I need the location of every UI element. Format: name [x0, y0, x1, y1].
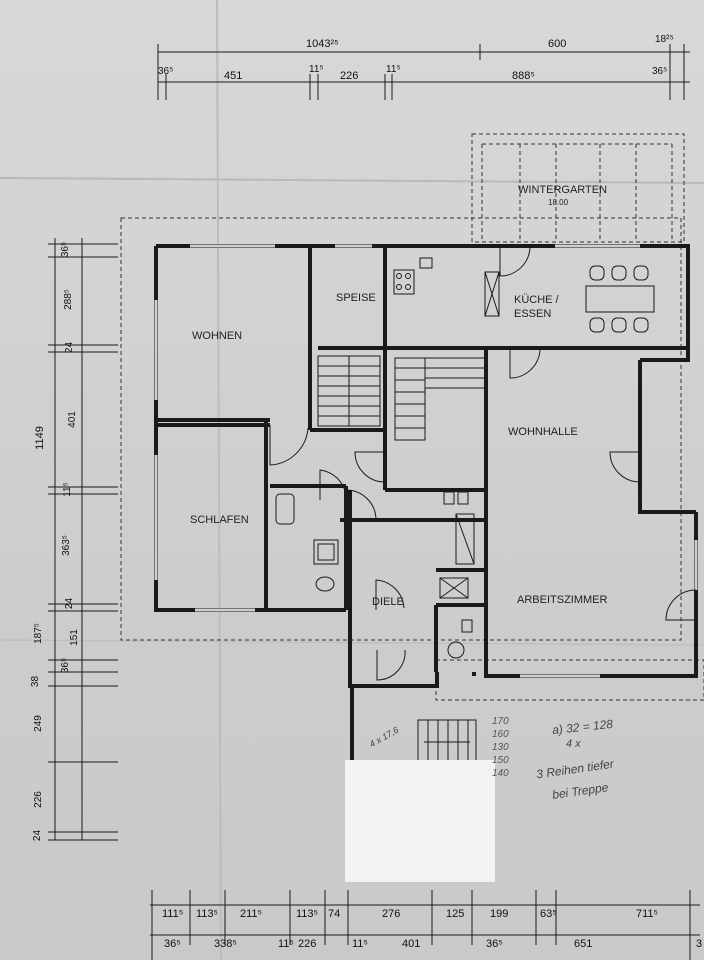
bath-fixtures	[275, 491, 475, 659]
bottom-dim-label: 211⁵	[240, 908, 263, 920]
roof-outline	[120, 217, 682, 641]
note-number-5: 140	[492, 768, 509, 779]
fold-line	[216, 0, 222, 960]
bottom-dim-label: 276	[382, 908, 401, 920]
dim-left-6: 363⁵	[60, 535, 72, 556]
dim-top-1: 36⁵	[158, 66, 174, 77]
room-label-wohnen: WOHNEN	[192, 330, 243, 342]
note-remark-2: bei Treppe	[551, 780, 610, 802]
room-label-arbeitszimmer: ARBEITSZIMMER	[517, 594, 608, 606]
bottom-dim-label: 74	[328, 908, 341, 920]
bottom-dim-label: 651	[574, 938, 593, 950]
dim-top-right-b: 18²⁵	[655, 34, 674, 45]
dim-left-9: 151	[68, 629, 80, 646]
room-label-speise: SPEISE	[336, 292, 376, 304]
bottom-dim-label: 3	[696, 938, 703, 950]
bottom-dim-label: 125	[446, 908, 465, 920]
dim-left-2: 288⁵	[62, 289, 74, 310]
room-label-schlafen: SCHLAFEN	[190, 514, 249, 526]
note-multiplier: 4 x	[566, 738, 581, 750]
note-number-3: 130	[492, 742, 509, 753]
room-label-wintergarten: WINTERGARTEN	[518, 184, 608, 196]
dim-top-5: 11⁵	[386, 64, 401, 75]
bottom-dim-label: 711⁵	[636, 908, 659, 920]
kitchen-fixtures	[393, 257, 655, 333]
note-stair: 4 x 17,6	[367, 724, 401, 750]
room-area-wintergarten: 18.00	[548, 198, 569, 207]
dim-left-11: 38	[30, 675, 42, 688]
bottom-dim-label: 401	[402, 938, 421, 950]
bottom-dim-label: 113⁵	[196, 908, 219, 920]
room-label-wohnhalle: WOHNHALLE	[508, 426, 578, 438]
dim-left-5: 11⁵	[61, 482, 73, 497]
bottom-dim-label: 11⁵	[352, 938, 368, 950]
dim-top-4: 226	[340, 70, 359, 82]
bottom-dim-label: 36⁵	[486, 938, 503, 950]
note-number-4: 150	[492, 755, 509, 766]
dim-left-12: 249	[32, 715, 44, 732]
redacted-area	[345, 760, 495, 882]
dim-left-13: 226	[32, 791, 44, 808]
dim-left-7: 24	[64, 597, 76, 610]
wintergarten-mullions	[481, 143, 673, 242]
room-label-diele: DIELE	[372, 596, 404, 608]
dim-left-3: 24	[64, 341, 76, 354]
dim-left-14: 24	[32, 829, 44, 842]
note-number-2: 160	[492, 729, 509, 740]
bottom-dim-label: 36⁵	[164, 938, 181, 950]
bottom-dim-label: 338⁵	[214, 938, 237, 950]
bottom-dim-label: 63⁵	[540, 908, 557, 920]
bottom-dim-label: 226	[298, 938, 317, 950]
dim-top-6: 888⁵	[512, 70, 535, 82]
bottom-dim-label: 113⁵	[296, 908, 319, 920]
dim-left-4: 401	[66, 411, 78, 428]
fold-line	[0, 177, 704, 184]
note-number-1: 170	[492, 716, 509, 727]
dim-overall-depth: 1149	[33, 426, 46, 450]
dim-left-10: 36⁵	[60, 657, 72, 674]
window-openings	[154, 244, 698, 678]
staircase	[317, 355, 486, 765]
dim-top-2: 451	[224, 70, 243, 82]
note-remark-1: 3 Reihen tiefer	[535, 756, 615, 782]
dim-overall-width: 1043²⁵	[306, 38, 339, 50]
bottom-dimension-chain	[150, 890, 700, 960]
dim-top-3: 11⁵	[309, 64, 324, 75]
interior-walls	[156, 246, 688, 672]
bottom-dim-label: 111⁵	[162, 908, 184, 920]
room-label-kueche: KÜCHE /	[514, 294, 559, 306]
top-dimension-chain	[157, 44, 690, 100]
bottom-dim-label: 11⁵	[278, 938, 294, 950]
bottom-dim-label: 199	[490, 908, 509, 920]
wintergarten-outline	[471, 133, 685, 243]
left-dimension-chain	[48, 238, 118, 841]
note-formula: a) 32 = 128	[551, 716, 614, 738]
dim-top-7: 36⁵	[652, 66, 668, 77]
door-swings	[269, 246, 697, 681]
dim-top-right-a: 600	[548, 38, 567, 50]
dim-left-8: 187⁵	[32, 623, 44, 644]
room-label-essen: ESSEN	[514, 308, 552, 320]
dim-left-1: 36⁵	[60, 241, 72, 258]
